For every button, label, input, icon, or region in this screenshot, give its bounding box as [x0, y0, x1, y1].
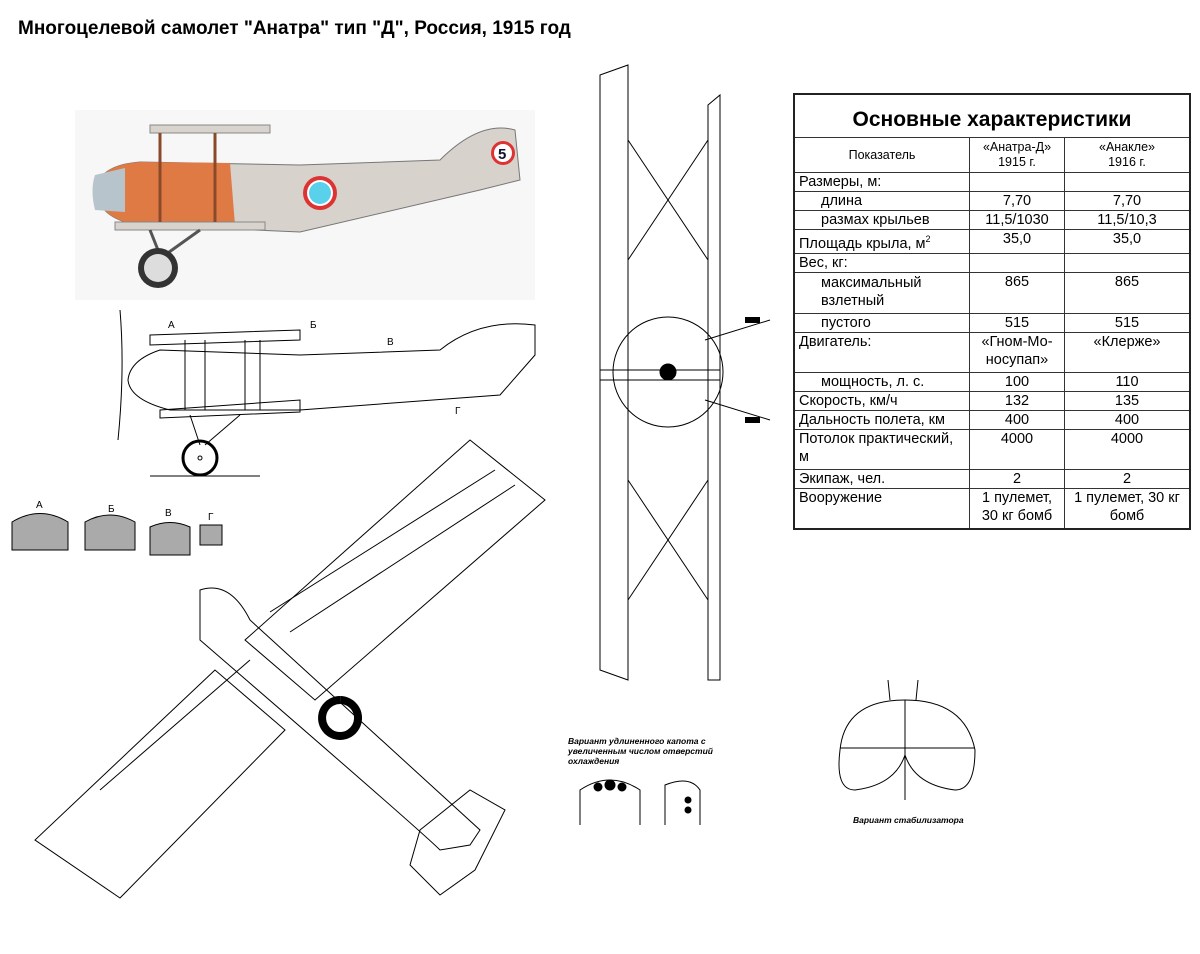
text-label: «Гном-Мо-носупап» — [969, 331, 1065, 373]
text-label: Размеры, м: — [793, 172, 970, 192]
text-label: А — [168, 320, 175, 331]
text-label: В — [165, 508, 172, 519]
text-label: 132 — [969, 390, 1065, 411]
text-label: Потолок практический, м — [793, 428, 970, 470]
text-label: 7,70 — [969, 191, 1065, 211]
line-side-view — [117, 309, 536, 477]
text-label: 4000 — [1064, 428, 1191, 470]
stabilizer-variant-caption: Вариант стабилизатора — [853, 815, 964, 825]
specifications-table: Основные характеристики Показатель «Анат… — [793, 93, 1191, 530]
text-label: 865 — [1064, 271, 1191, 314]
text-label: Скорость, км/ч — [793, 390, 970, 411]
text-label: 135 — [1064, 390, 1191, 411]
text-label: «Анакле» — [1099, 140, 1155, 154]
text-label: 1 пулемет, 30 кг бомб — [1064, 487, 1191, 530]
text-label: пустого — [793, 312, 970, 333]
plan-view — [34, 439, 546, 899]
text-label: 1915 г. — [998, 155, 1036, 169]
text-label — [1064, 252, 1191, 273]
text-label: Г — [208, 512, 214, 523]
text-label: «Клерже» — [1064, 331, 1191, 373]
text-label: Показатель — [793, 137, 970, 173]
text-label: длина — [793, 191, 970, 211]
text-label: 35,0 — [1064, 229, 1191, 254]
table-row: Двигатель:«Гном-Мо-носупап»«Клерже» — [793, 331, 1191, 373]
text-label: размах крыльев — [793, 210, 970, 230]
section-markers: А Б В Г — [168, 320, 461, 417]
text-label: 11,5/10,3 — [1064, 210, 1191, 230]
text-label: Б — [108, 504, 115, 515]
text-label: Б — [310, 320, 317, 331]
cowl-variant-caption: Вариант удлиненного капота с увеличенным… — [568, 736, 713, 766]
text-label: А — [36, 500, 43, 511]
text-label: 110 — [1064, 371, 1191, 392]
text-label: 7,70 — [1064, 191, 1191, 211]
text-label: Вооружение — [793, 487, 970, 530]
text-label: максимальный взлетный — [793, 271, 970, 314]
table-caption: Основные характеристики — [793, 93, 1191, 138]
table-row: Размеры, м: — [793, 172, 1191, 192]
table-row: Вес, кг: — [793, 252, 1191, 273]
text-label: 4000 — [969, 428, 1065, 470]
text-label: 2 — [925, 234, 931, 244]
text-label: Дальность полета, км — [793, 409, 970, 430]
text-label: Экипаж, чел. — [793, 468, 970, 489]
text-label: «Анатра-Д» — [982, 140, 1052, 154]
text-label: 11,5/1030 — [969, 210, 1065, 230]
text-label: 1916 г. — [1108, 155, 1146, 169]
text-label: 100 — [969, 371, 1065, 392]
text-label: мощность, л. с. — [793, 371, 970, 392]
text-label — [969, 252, 1065, 273]
cross-sections — [11, 513, 223, 556]
colored-side-view: 5 — [75, 110, 535, 300]
text-label: В — [387, 337, 394, 348]
text-label: 2 — [1064, 468, 1191, 489]
text-label — [969, 172, 1065, 192]
text-label: 400 — [1064, 409, 1191, 430]
table-header: Показатель «Анатра-Д»1915 г. «Анакле»191… — [793, 137, 1191, 173]
text-label: 515 — [1064, 312, 1191, 333]
text-label: 35,0 — [969, 229, 1065, 254]
roundel-number: 5 — [498, 146, 506, 163]
stabilizer-variant-drawing — [838, 679, 976, 800]
text-label: Двигатель: — [793, 331, 970, 373]
text-label: 2 — [969, 468, 1065, 489]
text-label: 865 — [969, 271, 1065, 314]
text-label: 1 пулемет, 30 кг бомб — [969, 487, 1065, 530]
page-title: Многоцелевой самолет "Анатра" тип "Д", Р… — [18, 18, 571, 39]
text-label: Вес, кг: — [793, 252, 970, 273]
text-label: Площадь крыла, м — [799, 235, 926, 252]
text-label: Г — [455, 406, 461, 417]
front-view — [599, 64, 771, 681]
text-label — [1064, 172, 1191, 192]
cowl-variant-drawing — [579, 779, 701, 825]
text-label: 400 — [969, 409, 1065, 430]
cross-section-labels: А Б В Г — [36, 500, 214, 523]
text-label: 515 — [969, 312, 1065, 333]
